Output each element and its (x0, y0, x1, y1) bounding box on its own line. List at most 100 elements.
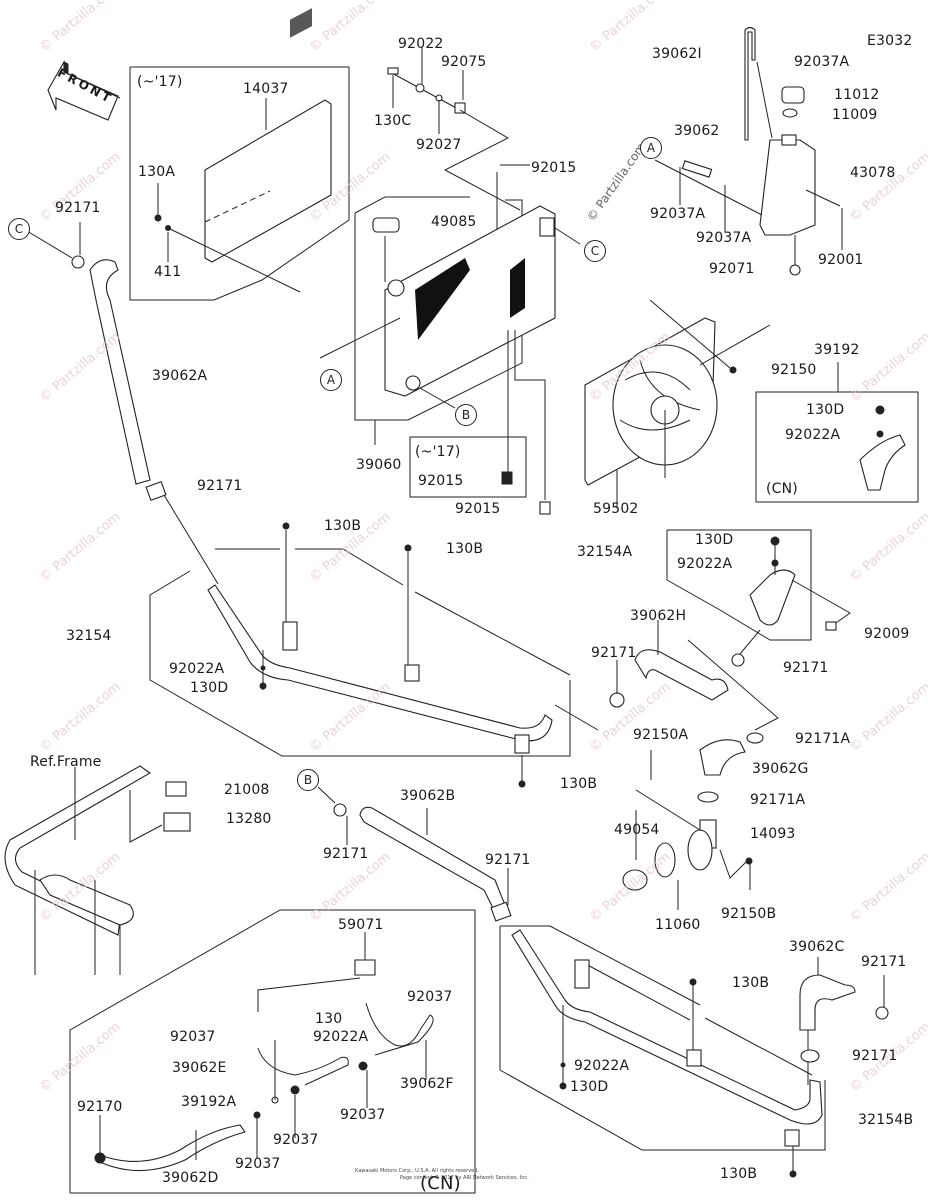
hose-39062A (21, 222, 219, 585)
variant-note-cn: (CN) (766, 481, 798, 497)
part-label-92071[interactable]: 92071 (709, 261, 755, 277)
part-label-92037A[interactable]: 92037A (650, 206, 706, 222)
part-label-59502[interactable]: 59502 (593, 501, 639, 517)
part-label-92001[interactable]: 92001 (818, 252, 864, 268)
part-label-32154A[interactable]: 32154A (577, 544, 633, 560)
part-label-92037[interactable]: 92037 (340, 1107, 386, 1123)
part-label-13280[interactable]: 13280 (226, 811, 272, 827)
part-label-92171[interactable]: 92171 (783, 660, 829, 676)
part-label-92171[interactable]: 92171 (197, 478, 243, 494)
part-label-11009[interactable]: 11009 (832, 107, 878, 123)
part-label-130B[interactable]: 130B (560, 776, 598, 792)
part-label-11012[interactable]: 11012 (834, 87, 880, 103)
part-label-39062[interactable]: 39062 (674, 123, 720, 139)
reference-marker-b: B (455, 404, 477, 426)
part-label-92171A[interactable]: 92171A (795, 731, 851, 747)
copyright-line: Kawasaki Motors Corp., U.S.A. All rights… (355, 1168, 479, 1174)
part-label-39062D[interactable]: 39062D (162, 1170, 219, 1186)
part-label-130A[interactable]: 130A (138, 164, 176, 180)
variant-box-92015 (409, 436, 527, 498)
panel-14037-box (129, 8, 350, 301)
part-label-92022A[interactable]: 92022A (677, 556, 733, 572)
part-label-92037[interactable]: 92037 (235, 1156, 281, 1172)
part-label-39062I[interactable]: 39062I (652, 46, 702, 62)
fan-59502 (584, 299, 771, 508)
part-label-92171[interactable]: 92171 (591, 645, 637, 661)
part-label-92075[interactable]: 92075 (441, 54, 487, 70)
part-label-39062E[interactable]: 39062E (172, 1060, 227, 1076)
part-label-39062A[interactable]: 39062A (152, 368, 208, 384)
part-label-39062H[interactable]: 39062H (630, 608, 687, 624)
part-label-92022A[interactable]: 92022A (169, 661, 225, 677)
cn-box-lower (69, 909, 476, 1194)
part-label-92022[interactable]: 92022 (398, 36, 444, 52)
copyright-line: Page content © 2017 by ARI Network Servi… (400, 1175, 529, 1181)
part-label-130C[interactable]: 130C (374, 113, 412, 129)
front-arrow-icon (47, 59, 121, 121)
part-label-130B[interactable]: 130B (324, 518, 362, 534)
part-label-32154B[interactable]: 32154B (858, 1112, 914, 1128)
part-label-92150B[interactable]: 92150B (721, 906, 777, 922)
pipe-32154A (666, 529, 851, 731)
part-label-92171A[interactable]: 92171A (750, 792, 806, 808)
part-label-59071[interactable]: 59071 (338, 917, 384, 933)
part-label-39062F[interactable]: 39062F (400, 1076, 454, 1092)
ref-frame-label: Ref.Frame (30, 754, 102, 770)
reference-marker-a: A (320, 369, 342, 391)
part-label-130D[interactable]: 130D (190, 680, 229, 696)
part-label-92171[interactable]: 92171 (861, 954, 907, 970)
part-label-411[interactable]: 411 (154, 264, 182, 280)
part-label-92170[interactable]: 92170 (77, 1099, 123, 1115)
part-label-130B[interactable]: 130B (446, 541, 484, 557)
part-label-92015[interactable]: 92015 (418, 473, 464, 489)
pipe-32154 (149, 522, 599, 788)
part-label-130D[interactable]: 130D (570, 1079, 609, 1095)
part-label-92037[interactable]: 92037 (170, 1029, 216, 1045)
part-label-92015[interactable]: 92015 (531, 160, 577, 176)
variant-note: (~'17) (137, 74, 183, 90)
part-label-92037[interactable]: 92037 (407, 989, 453, 1005)
part-label-92027[interactable]: 92027 (416, 137, 462, 153)
part-label-39192[interactable]: 39192 (814, 342, 860, 358)
part-label-43078[interactable]: 43078 (850, 165, 896, 181)
reference-marker-a: A (640, 137, 662, 159)
part-label-14093[interactable]: 14093 (750, 826, 796, 842)
bolt-set-130C (387, 47, 521, 211)
part-label-14037[interactable]: 14037 (243, 81, 289, 97)
part-label-21008[interactable]: 21008 (224, 782, 270, 798)
part-label-92037A[interactable]: 92037A (696, 230, 752, 246)
part-label-92009[interactable]: 92009 (864, 626, 910, 642)
part-label-39062C[interactable]: 39062C (789, 939, 845, 955)
part-label-130[interactable]: 130 (315, 1011, 343, 1027)
part-label-39060[interactable]: 39060 (356, 457, 402, 473)
part-label-92171[interactable]: 92171 (852, 1048, 898, 1064)
variant-note-cn: (CN) (420, 1173, 461, 1194)
part-label-130B[interactable]: 130B (720, 1166, 758, 1182)
part-label-49085[interactable]: 49085 (431, 214, 477, 230)
part-label-130B[interactable]: 130B (732, 975, 770, 991)
part-label-49054[interactable]: 49054 (614, 822, 660, 838)
part-label-130D[interactable]: 130D (806, 402, 845, 418)
part-label-32154[interactable]: 32154 (66, 628, 112, 644)
part-label-130D[interactable]: 130D (695, 532, 734, 548)
reference-marker-b: B (297, 769, 319, 791)
part-label-92037[interactable]: 92037 (273, 1132, 319, 1148)
part-label-92171[interactable]: 92171 (323, 846, 369, 862)
part-label-92150[interactable]: 92150 (771, 362, 817, 378)
part-label-92022A[interactable]: 92022A (574, 1058, 630, 1074)
part-label-92022A[interactable]: 92022A (785, 427, 841, 443)
part-label-92150A[interactable]: 92150A (633, 727, 689, 743)
part-label-92171[interactable]: 92171 (55, 200, 101, 216)
part-label-39062G[interactable]: 39062G (752, 761, 809, 777)
part-label-92171[interactable]: 92171 (485, 852, 531, 868)
reference-marker-c: C (584, 240, 606, 262)
radiator-39060 (319, 164, 581, 500)
part-label-11060[interactable]: 11060 (655, 917, 701, 933)
part-label-92037A[interactable]: 92037A (794, 54, 850, 70)
part-label-92022A[interactable]: 92022A (313, 1029, 369, 1045)
pipe-32154B (499, 925, 889, 1178)
part-label-39062B[interactable]: 39062B (400, 788, 456, 804)
reference-marker-c: C (8, 218, 30, 240)
part-label-39192A[interactable]: 39192A (181, 1094, 237, 1110)
part-label-92015[interactable]: 92015 (455, 501, 501, 517)
